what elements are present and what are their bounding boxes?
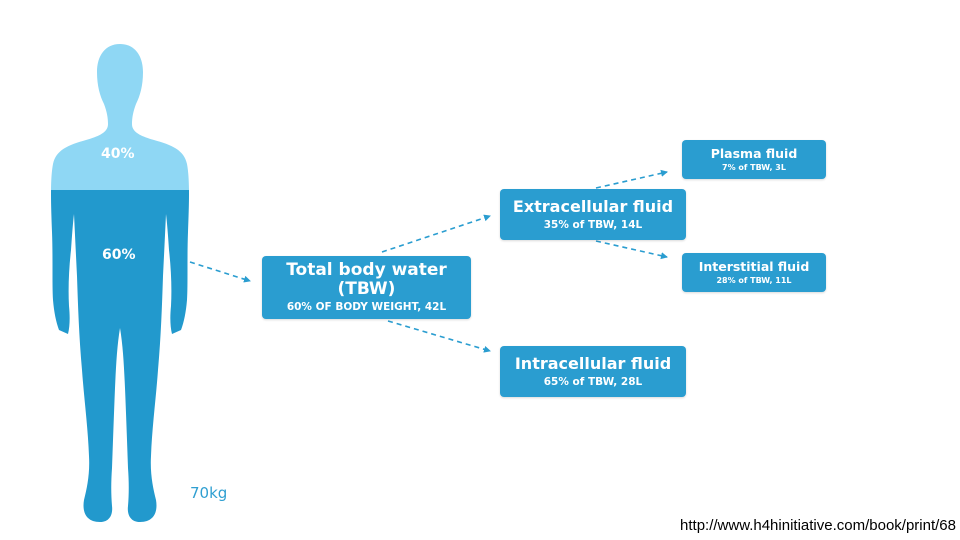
connector-tbw-to-icf — [388, 321, 490, 351]
body-weight-label: 70kg — [190, 484, 227, 502]
node-title: Total body water (TBW) — [262, 261, 471, 298]
connector-tbw-to-ecf — [382, 216, 490, 252]
node-extracellular-fluid: Extracellular fluid 35% of TBW, 14L — [500, 189, 686, 240]
connector-ecf-to-plasma — [596, 172, 667, 188]
node-subtitle: 65% of TBW, 28L — [544, 376, 643, 389]
connector-ecf-to-interstitial — [596, 241, 667, 257]
node-title: Extracellular fluid — [513, 198, 673, 216]
node-title: Intracellular fluid — [515, 355, 671, 373]
connector-body-to-tbw — [190, 262, 250, 281]
lower-body-percent: 60% — [102, 247, 136, 263]
source-url-text: http://www.h4hinitiative.com/book/print/… — [680, 517, 956, 534]
upper-body-percent: 40% — [101, 146, 135, 162]
node-title: Interstitial fluid — [699, 260, 810, 274]
node-plasma-fluid: Plasma fluid 7% of TBW, 3L — [682, 140, 826, 179]
human-body-silhouette — [51, 44, 189, 522]
node-intracellular-fluid: Intracellular fluid 65% of TBW, 28L — [500, 346, 686, 397]
node-subtitle: 35% of TBW, 14L — [544, 219, 643, 232]
node-total-body-water: Total body water (TBW) 60% OF BODY WEIGH… — [262, 256, 471, 319]
node-subtitle: 7% of TBW, 3L — [722, 163, 786, 173]
node-subtitle: 60% OF BODY WEIGHT, 42L — [287, 301, 446, 314]
node-title: Plasma fluid — [711, 147, 798, 161]
node-interstitial-fluid: Interstitial fluid 28% of TBW, 11L — [682, 253, 826, 292]
node-subtitle: 28% of TBW, 11L — [716, 276, 791, 286]
